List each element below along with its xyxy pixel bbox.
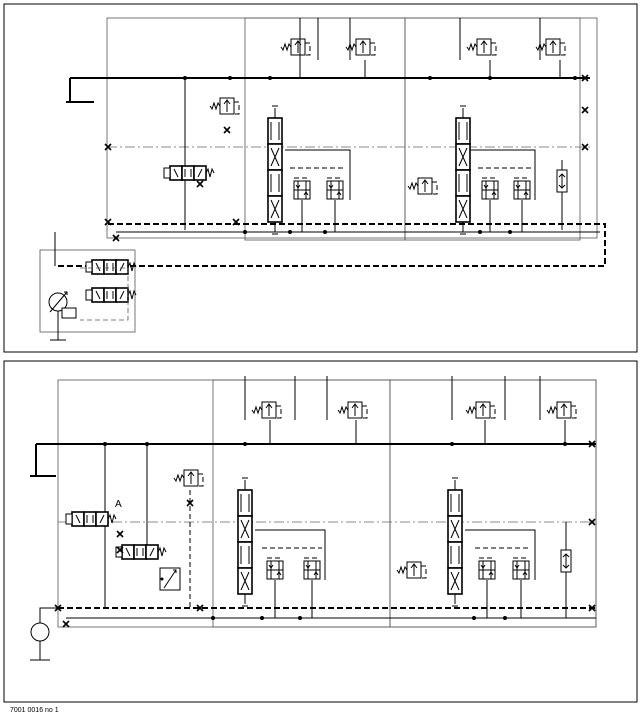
lower-section-relief-valve — [396, 561, 427, 579]
upper-pump-solenoid-1 — [85, 259, 137, 275]
lower-check-valve-4 — [512, 557, 530, 580]
upper-solenoid-valve — [163, 165, 215, 181]
upper-spool-stack-2 — [455, 105, 471, 235]
upper-section-relief-valve — [407, 177, 438, 195]
upper-pilot-relief-valve — [209, 97, 240, 115]
lower-relief-valve-3 — [465, 401, 496, 419]
upper-panel-frame — [3, 3, 638, 353]
lower-check-valve-3 — [478, 557, 496, 580]
upper-pump-solenoid-2 — [85, 287, 137, 303]
upper-spool-stack-1 — [267, 105, 283, 235]
lower-relief-valve-4 — [546, 401, 577, 419]
upper-check-valve-4 — [513, 177, 531, 200]
footer-caption: 7001 0016 no 1 — [10, 707, 59, 714]
lower-check-valve-1 — [266, 557, 284, 580]
lower-solenoid-valve-a — [65, 511, 117, 527]
upper-pump-compensator — [61, 307, 77, 319]
lower-section-2-frame — [389, 379, 597, 628]
lower-panel-frame — [3, 360, 638, 703]
lower-fixed-pump-symbol — [30, 607, 58, 661]
upper-circuit-panel — [3, 3, 638, 353]
lower-spool-stack-1 — [237, 477, 253, 607]
lower-solenoid-valve-b — [115, 544, 167, 560]
lower-circuit-panel: A 7001 0016 no 1 — [3, 360, 638, 714]
lower-pilot-relief-valve — [173, 469, 204, 487]
upper-tank-symbol — [66, 78, 94, 103]
upper-relief-valve-3 — [466, 38, 497, 56]
upper-pump-control-block — [39, 249, 136, 333]
upper-check-valve-1 — [293, 177, 311, 200]
upper-relief-valve-1 — [280, 38, 311, 56]
upper-check-valve-2 — [326, 177, 344, 200]
upper-section-2-frame — [404, 17, 581, 241]
upper-drain-line — [55, 223, 606, 267]
lower-flow-regulator — [159, 567, 181, 591]
lower-tank-symbol — [30, 444, 56, 477]
upper-variable-pump-symbol — [48, 291, 68, 313]
lower-relief-valve-1 — [251, 401, 282, 419]
lower-spool-stack-2 — [447, 477, 463, 607]
upper-check-valve-3 — [481, 177, 499, 200]
lower-relief-valve-2 — [337, 401, 368, 419]
marker-label-a: A — [115, 499, 122, 510]
lower-check-valve-2 — [303, 557, 321, 580]
